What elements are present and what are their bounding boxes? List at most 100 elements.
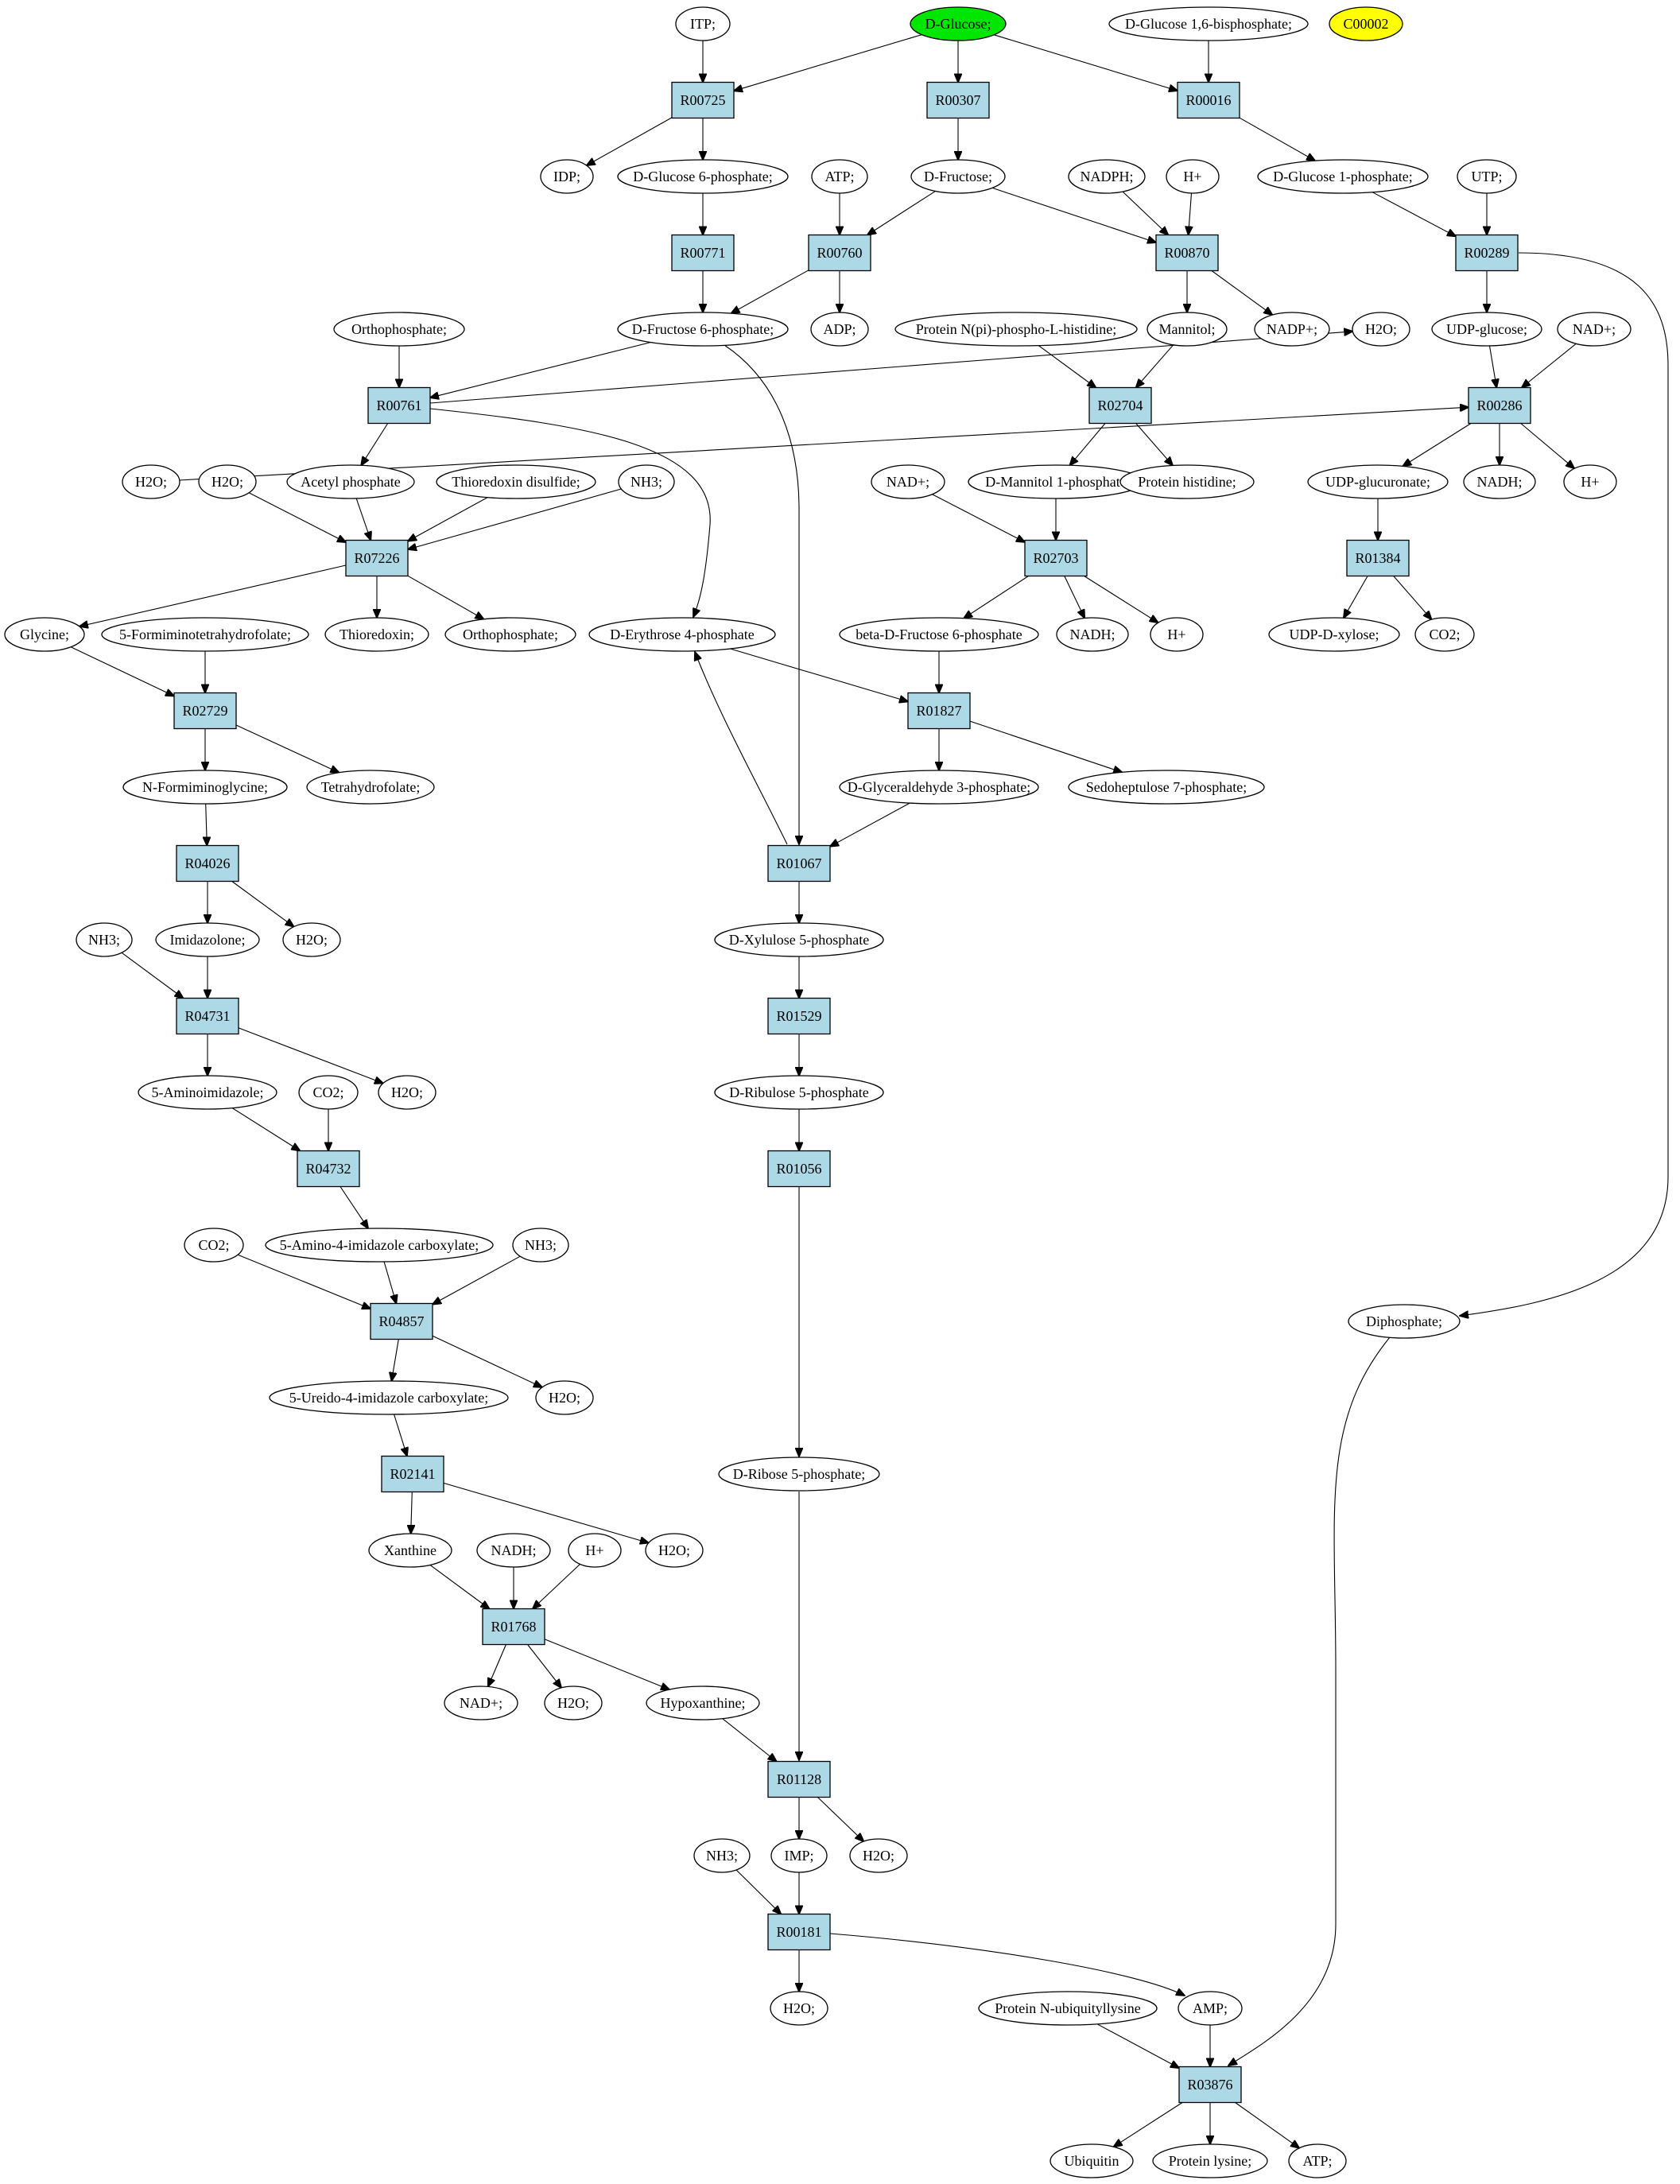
- compound-node-nadh3[interactable]: NADH;: [476, 1533, 551, 1568]
- compound-node-e4p[interactable]: D-Erythrose 4-phosphate: [588, 617, 776, 652]
- compound-node-h2o_h[interactable]: H2O;: [544, 1686, 603, 1720]
- compound-node-nh3_2[interactable]: NH3;: [76, 922, 133, 957]
- compound-node-nadplus1[interactable]: NAD+;: [1557, 312, 1632, 347]
- compound-node-nadh2[interactable]: NADH;: [1056, 617, 1129, 652]
- compound-node-hplus1[interactable]: H+: [1166, 159, 1220, 194]
- compound-node-g6p[interactable]: D-Glucose 6-phosphate;: [617, 159, 789, 194]
- compound-node-h2o_d[interactable]: H2O;: [282, 922, 341, 957]
- compound-node-imp[interactable]: IMP;: [770, 1838, 828, 1873]
- compound-node-nh3_1[interactable]: NH3;: [618, 464, 675, 499]
- reaction-node-r01056[interactable]: R01056: [767, 1150, 831, 1188]
- compound-node-h2o_f[interactable]: H2O;: [535, 1380, 594, 1415]
- compound-node-hplus3[interactable]: H+: [1150, 617, 1204, 652]
- reaction-node-r01384[interactable]: R01384: [1346, 539, 1410, 577]
- compound-node-h2o_c[interactable]: H2O;: [198, 464, 257, 499]
- compound-node-prothis[interactable]: Protein histidine;: [1119, 464, 1255, 499]
- compound-node-udpglc[interactable]: UDP-glucose;: [1431, 312, 1542, 347]
- compound-node-protlys[interactable]: Protein lysine;: [1152, 2143, 1268, 2178]
- compound-node-h2o_j[interactable]: H2O;: [770, 1991, 828, 2026]
- compound-node-aminoimid[interactable]: 5-Aminoimidazole;: [138, 1075, 277, 1110]
- compound-node-nadplus2[interactable]: NAD+;: [871, 464, 945, 499]
- reaction-node-r02703[interactable]: R02703: [1024, 539, 1088, 577]
- compound-node-atp1[interactable]: ATP;: [811, 159, 868, 194]
- compound-node-h2o_a[interactable]: H2O;: [1352, 312, 1410, 347]
- compound-node-nadph[interactable]: NADPH;: [1068, 159, 1146, 194]
- compound-node-co2_2[interactable]: CO2;: [298, 1075, 359, 1110]
- compound-node-nh3_4[interactable]: NH3;: [693, 1838, 751, 1873]
- compound-node-glycine[interactable]: Glycine;: [4, 617, 85, 652]
- reaction-node-r00870[interactable]: R00870: [1155, 234, 1219, 272]
- compound-node-s7p[interactable]: Sedoheptulose 7-phosphate;: [1068, 770, 1265, 805]
- compound-node-idp[interactable]: IDP;: [540, 159, 594, 194]
- reaction-node-r04732[interactable]: R04732: [297, 1150, 360, 1188]
- compound-node-itp[interactable]: ITP;: [675, 6, 731, 41]
- reaction-node-r02704[interactable]: R02704: [1088, 386, 1152, 425]
- compound-node-hplus2[interactable]: H+: [1563, 464, 1617, 499]
- reaction-node-r03876[interactable]: R03876: [1178, 2066, 1242, 2104]
- reaction-node-r02141[interactable]: R02141: [381, 1455, 444, 1493]
- reaction-node-r00760[interactable]: R00760: [808, 234, 871, 272]
- compound-node-udpglcA[interactable]: UDP-glucuronate;: [1307, 464, 1449, 499]
- reaction-node-r00181[interactable]: R00181: [767, 1913, 831, 1951]
- compound-node-hypox[interactable]: Hypoxanthine;: [646, 1686, 760, 1720]
- compound-node-orthophos2[interactable]: Orthophosphate;: [444, 617, 576, 652]
- compound-node-ureido[interactable]: 5-Ureido-4-imidazole carboxylate;: [269, 1380, 509, 1415]
- compound-node-acetylp[interactable]: Acetyl phosphate: [286, 464, 415, 499]
- compound-node-nadh1[interactable]: NADH;: [1463, 464, 1536, 499]
- compound-node-f6p[interactable]: D-Fructose 6-phosphate;: [617, 312, 789, 347]
- compound-node-man1p[interactable]: D-Mannitol 1-phosphate: [968, 464, 1144, 499]
- compound-node-g16bp[interactable]: D-Glucose 1,6-bisphosphate;: [1108, 6, 1309, 41]
- reaction-node-r02729[interactable]: R02729: [173, 692, 237, 730]
- reaction-node-r00016[interactable]: R00016: [1177, 81, 1240, 119]
- compound-node-udpxyl[interactable]: UDP-D-xylose;: [1268, 617, 1400, 652]
- compound-node-hplus4[interactable]: H+: [568, 1533, 622, 1568]
- compound-node-co2_3[interactable]: CO2;: [184, 1228, 244, 1263]
- compound-node-adp[interactable]: ADP;: [810, 312, 869, 347]
- compound-node-xanthine[interactable]: Xanthine: [368, 1533, 452, 1568]
- reaction-node-r00761[interactable]: R00761: [367, 386, 431, 425]
- compound-node-glucose[interactable]: D-Glucose;: [910, 6, 1007, 41]
- compound-node-fthf[interactable]: 5-Formiminotetrahydrofolate;: [101, 617, 309, 652]
- compound-node-thiodis[interactable]: Thioredoxin disulfide;: [436, 464, 596, 499]
- compound-node-ru5p[interactable]: D-Ribulose 5-phosphate: [714, 1075, 884, 1110]
- compound-node-g3p[interactable]: D-Glyceraldehyde 3-phosphate;: [839, 770, 1039, 805]
- reaction-node-r01128[interactable]: R01128: [767, 1760, 831, 1798]
- compound-node-h2o_g[interactable]: H2O;: [645, 1533, 704, 1568]
- compound-node-diphos[interactable]: Diphosphate;: [1348, 1304, 1461, 1339]
- reaction-node-r00771[interactable]: R00771: [671, 234, 735, 272]
- compound-node-nadpplus[interactable]: NADP+;: [1254, 312, 1330, 347]
- reaction-node-r00289[interactable]: R00289: [1455, 234, 1519, 272]
- compound-node-orthophos1[interactable]: Orthophosphate;: [333, 312, 465, 347]
- compound-node-aicarb[interactable]: 5-Amino-4-imidazole carboxylate;: [265, 1228, 494, 1263]
- reaction-node-r00725[interactable]: R00725: [671, 81, 735, 119]
- compound-node-r5p[interactable]: D-Ribose 5-phosphate;: [718, 1457, 880, 1492]
- compound-node-nadplus3[interactable]: NAD+;: [444, 1686, 518, 1720]
- reaction-node-r01827[interactable]: R01827: [907, 692, 971, 730]
- compound-node-h2o_b[interactable]: H2O;: [122, 464, 180, 499]
- compound-node-thioredoxin[interactable]: Thioredoxin;: [324, 617, 429, 652]
- compound-node-amp[interactable]: AMP;: [1178, 1991, 1243, 2026]
- reaction-node-r01067[interactable]: R01067: [767, 844, 831, 883]
- reaction-node-r04857[interactable]: R04857: [370, 1302, 433, 1340]
- compound-node-h2o_e[interactable]: H2O;: [378, 1075, 436, 1110]
- compound-node-thf[interactable]: Tetrahydrofolate;: [306, 770, 435, 805]
- compound-node-g1p[interactable]: D-Glucose 1-phosphate;: [1257, 159, 1429, 194]
- compound-node-x5p[interactable]: D-Xylulose 5-phosphate: [714, 922, 884, 957]
- reaction-node-r01529[interactable]: R01529: [767, 997, 831, 1035]
- reaction-node-r04026[interactable]: R04026: [176, 844, 239, 883]
- compound-node-fructose[interactable]: D-Fructose;: [910, 159, 1006, 194]
- reaction-node-r04731[interactable]: R04731: [176, 997, 239, 1035]
- compound-node-mannitol[interactable]: Mannitol;: [1147, 312, 1228, 347]
- compound-node-protphis[interactable]: Protein N(pi)-phospho-L-histidine;: [894, 312, 1138, 347]
- compound-node-atp2[interactable]: ATP;: [1288, 2143, 1347, 2178]
- compound-node-ubiquitin[interactable]: Ubiquitin: [1050, 2143, 1134, 2178]
- reaction-node-r07226[interactable]: R07226: [345, 539, 409, 577]
- compound-node-nh3_3[interactable]: NH3;: [512, 1228, 569, 1263]
- compound-node-co2_1[interactable]: CO2;: [1414, 617, 1475, 652]
- compound-node-imidazolone[interactable]: Imidazolone;: [155, 922, 260, 957]
- reaction-node-r00286[interactable]: R00286: [1468, 386, 1531, 425]
- compound-node-bf6p[interactable]: beta-D-Fructose 6-phosphate: [839, 617, 1039, 652]
- compound-node-protubly[interactable]: Protein N-ubiquityllysine: [978, 1991, 1158, 2026]
- reaction-node-r01768[interactable]: R01768: [482, 1608, 545, 1646]
- compound-node-h2o_i[interactable]: H2O;: [849, 1838, 908, 1873]
